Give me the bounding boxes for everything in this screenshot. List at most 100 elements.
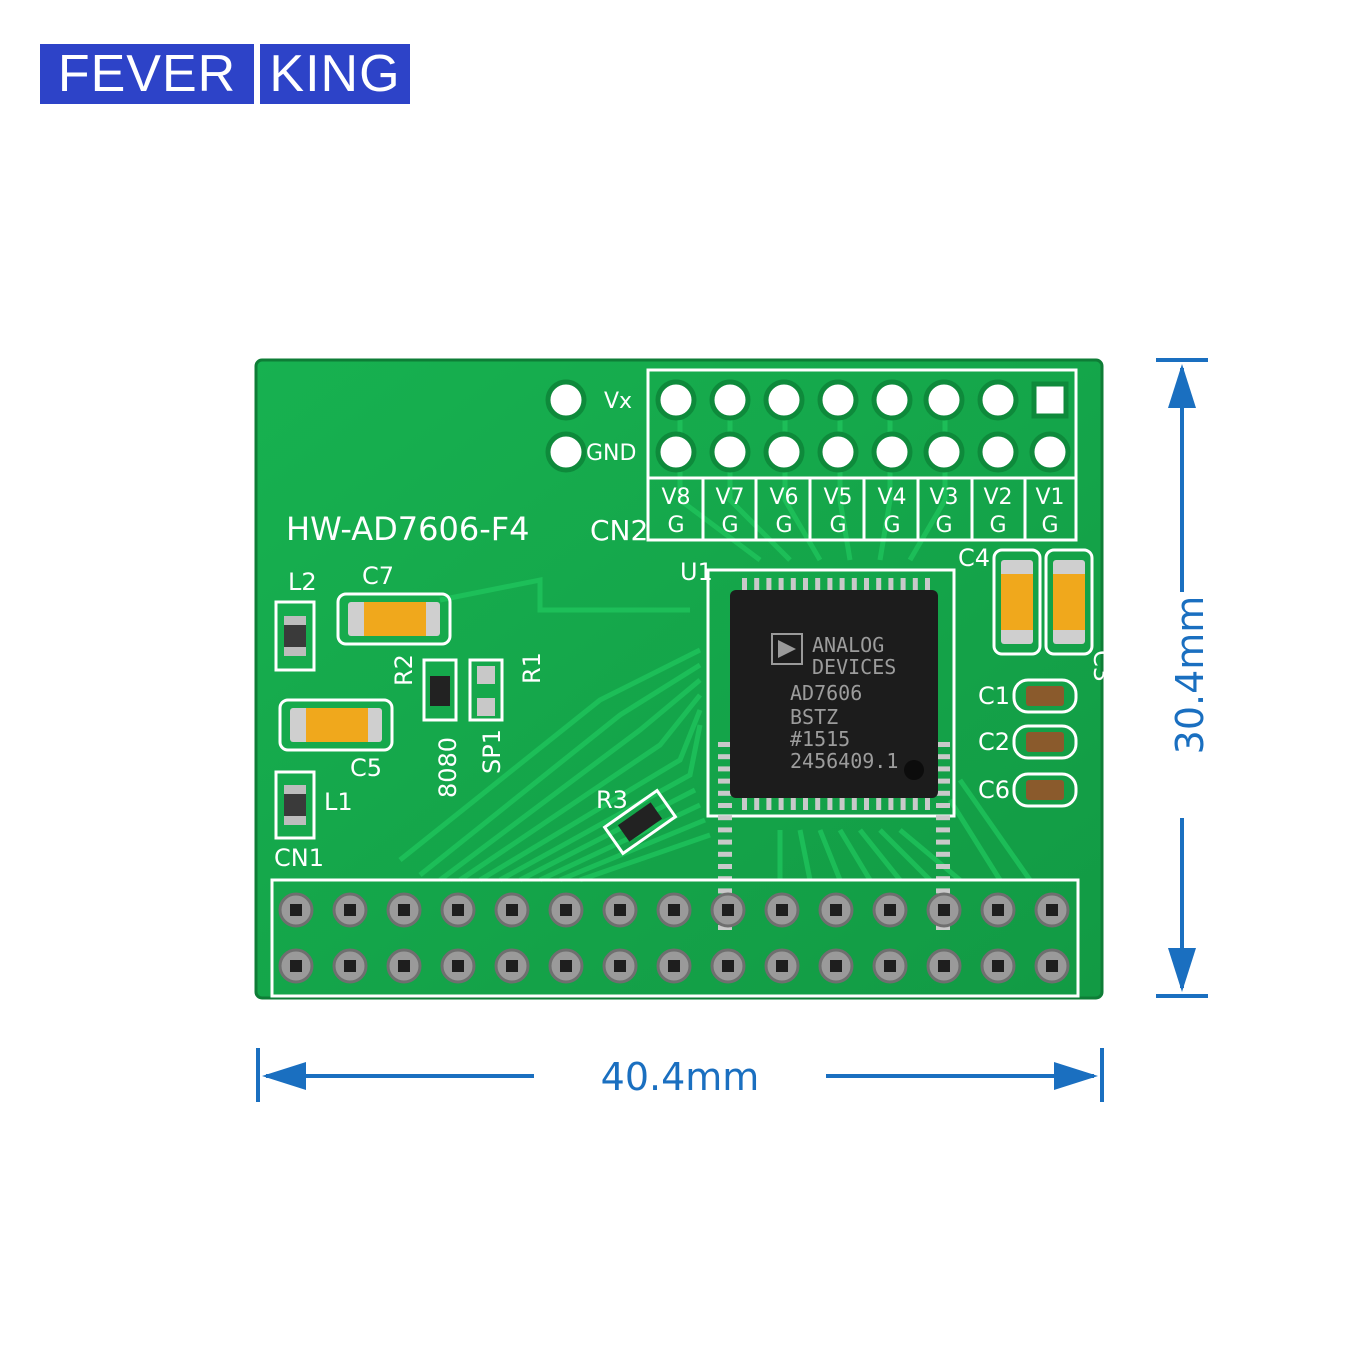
chip-pin: [766, 578, 772, 592]
chip-pin: [718, 754, 732, 760]
chip-pin: [815, 796, 821, 810]
label-v4: V4: [877, 485, 906, 510]
chip-pin: [718, 827, 732, 833]
chip-pin: [936, 790, 950, 796]
chip-text-3: AD7606: [790, 681, 862, 705]
width-dimension-label: 40.4mm: [600, 1055, 760, 1099]
label-g-7: G: [721, 513, 738, 538]
chip-pin: [827, 796, 833, 810]
header-pin-square: [830, 960, 842, 972]
inductor-l1: [274, 770, 316, 840]
header-pin-square: [668, 960, 680, 972]
chip-pin: [851, 796, 857, 810]
label-c3: C3: [1088, 650, 1116, 682]
label-c4: C4: [958, 544, 990, 572]
chip-pin: [742, 796, 747, 810]
label-g-4: G: [883, 513, 900, 538]
chip-pin: [803, 796, 808, 810]
cn1-header: [270, 878, 1080, 998]
chip-pin: [718, 790, 732, 796]
chip-pin: [718, 803, 732, 808]
chip-pin: [936, 827, 950, 833]
header-pin-square: [506, 904, 518, 916]
label-v3: V3: [929, 485, 958, 510]
label-v6: V6: [769, 485, 798, 510]
chip-pin: [754, 578, 760, 592]
label-g-2: G: [989, 513, 1006, 538]
chip-pin: [912, 578, 918, 592]
chip-pin: [888, 796, 894, 810]
chip-pin: [936, 888, 950, 894]
chip-pin: [839, 796, 845, 810]
tantalum-cap-c5: [278, 698, 394, 752]
chip-pin: [864, 578, 869, 592]
chip-pin: [718, 815, 732, 821]
dimension-arrows: [256, 358, 1208, 1102]
header-pin-square: [344, 960, 356, 972]
header-pin-square: [398, 960, 410, 972]
chip-pin: [790, 578, 796, 592]
label-c1: C1: [978, 682, 1010, 710]
header-pin-square: [398, 904, 410, 916]
label-gnd: GND: [586, 441, 636, 466]
inductor-l2: [274, 600, 316, 672]
label-v2: V2: [983, 485, 1012, 510]
chip-pin: [815, 578, 821, 592]
chip-pin: [742, 578, 747, 592]
header-pin-square: [452, 960, 464, 972]
chip-pin: [718, 778, 732, 784]
header-pin-square: [1046, 904, 1058, 916]
header-pin-square: [452, 904, 464, 916]
label-v7: V7: [715, 485, 744, 510]
label-cn2: CN2: [590, 514, 648, 547]
height-dimension-label: 30.4mm: [1168, 595, 1212, 755]
cn2-frame: [646, 368, 1078, 542]
chip-pin: [936, 925, 950, 930]
label-sp1: SP1: [478, 729, 506, 774]
label-l1: L1: [324, 788, 353, 816]
cn2-pins: [545, 379, 1071, 473]
label-model: HW-AD7606-F4: [286, 510, 530, 548]
header-pin-square: [506, 960, 518, 972]
tantalum-cap-c7: [336, 592, 452, 646]
chip-pin: [936, 864, 950, 869]
u1-outline: [706, 568, 956, 818]
chip-text-1: ANALOG: [812, 633, 884, 657]
label-l2: L2: [288, 568, 317, 596]
chip-pin: [718, 851, 732, 857]
chip-pin: [876, 796, 882, 810]
header-pin-square: [614, 904, 626, 916]
chip-pin: [778, 578, 784, 592]
header-pin-square: [1046, 960, 1058, 972]
label-c2: C2: [978, 728, 1010, 756]
chip-pin: [718, 888, 732, 894]
chip-pin: [912, 796, 918, 810]
chip-pin: [718, 742, 732, 747]
label-8080: 8080: [434, 737, 462, 798]
header-pin-square: [560, 960, 572, 972]
chip-pin: [718, 864, 732, 869]
chip-pin: [766, 796, 772, 810]
chip-pin: [803, 578, 808, 592]
brand-logo: FEVER KING: [40, 44, 410, 108]
label-v1: V1: [1035, 485, 1064, 510]
chip-pin: [936, 778, 950, 784]
header-pin-square: [290, 904, 302, 916]
label-g-6: G: [775, 513, 792, 538]
label-vx: Vx: [604, 389, 632, 414]
chip-pin: [925, 796, 930, 810]
chip-text-5: #1515: [790, 727, 850, 751]
chip-pin: [936, 742, 950, 747]
chip-pin: [876, 578, 882, 592]
header-pin-square: [938, 904, 950, 916]
chip-pin: [718, 766, 732, 772]
chip-pin: [864, 796, 869, 810]
header-pin-square: [938, 960, 950, 972]
label-r1: R1: [518, 652, 546, 684]
chip-pin: [754, 796, 760, 810]
header-pin-square: [884, 904, 896, 916]
chip-pin: [936, 754, 950, 760]
chip-pin: [790, 796, 796, 810]
chip-pin: [827, 578, 833, 592]
